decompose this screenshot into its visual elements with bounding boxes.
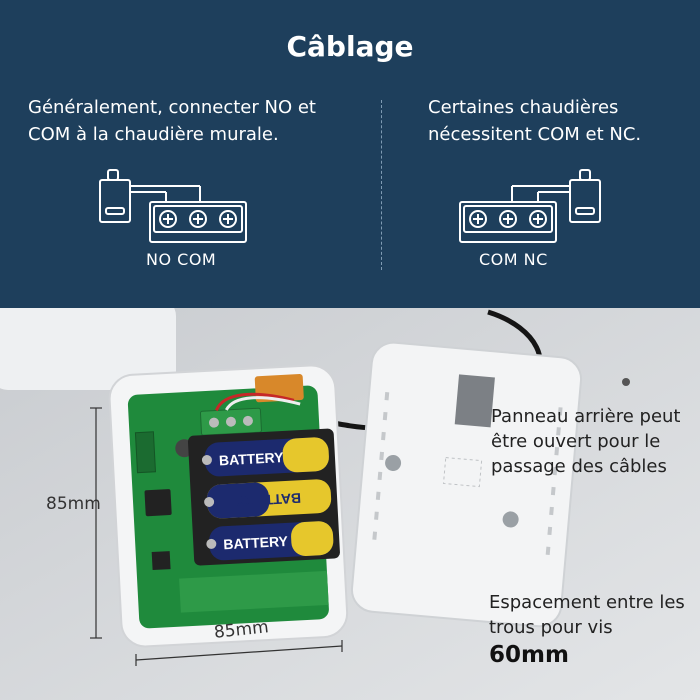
back-panel-note: Panneau arrière peut être ouvert pour le… — [491, 406, 681, 477]
right-instruction: Certaines chaudières nécessitent COM et … — [428, 97, 642, 145]
column-divider — [381, 100, 382, 270]
thermostat-illustration: BATTERY BATTERY BATTERY — [0, 308, 700, 700]
page-title: Câblage — [286, 30, 414, 63]
battery-label-2: BATTERY — [236, 490, 302, 509]
product-photo: BATTERY BATTERY BATTERY — [0, 308, 700, 700]
screw-spacing-note: Espacement entre les trous pour vis — [489, 592, 685, 638]
left-instruction: Généralement, connecter NO et COM à la c… — [28, 97, 316, 145]
right-wiring-diagram-icon — [459, 169, 601, 243]
wiring-banner: Câblage Généralement, connecter NO et CO… — [0, 0, 700, 308]
left-terminals-label: NO COM — [146, 250, 217, 269]
height-dimension-label: 85mm — [46, 494, 101, 514]
battery-label-3: BATTERY — [223, 533, 289, 552]
right-terminals-label: COM NC — [479, 250, 548, 269]
left-wiring-diagram-icon — [99, 169, 247, 243]
screw-spacing-value: 60mm — [489, 642, 569, 668]
battery-label-1: BATTERY — [219, 449, 285, 468]
